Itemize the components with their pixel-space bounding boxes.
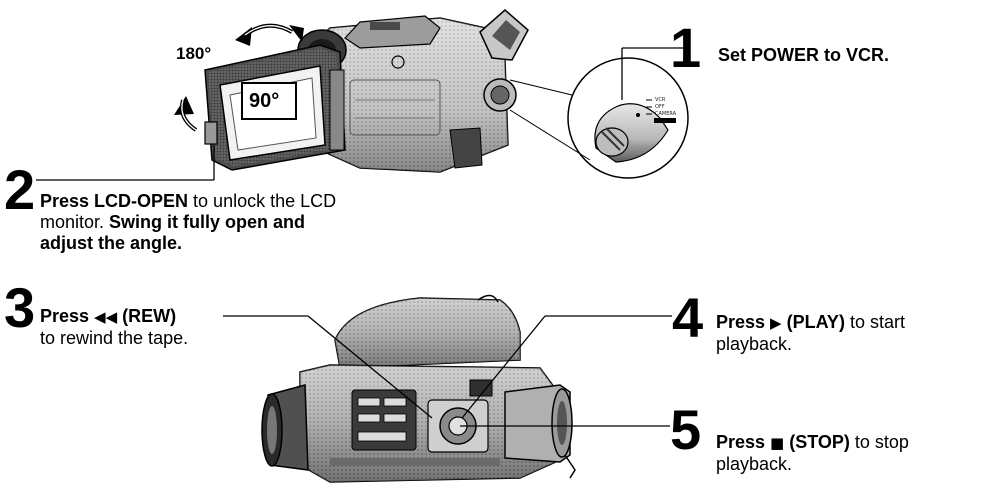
callout-line-step-3 xyxy=(223,315,433,419)
step-4-line-1: Press ▶ (PLAY) to start xyxy=(716,312,905,334)
step-5-line-2: playback. xyxy=(716,454,909,475)
step-4-line-1-run-1: Press xyxy=(716,312,771,332)
step-2-line-2: monitor. Swing it fully open and xyxy=(40,212,336,233)
step-4-line-2-run-1: playback. xyxy=(716,334,793,354)
step-5-text: Press ■ (STOP) to stop playback. xyxy=(716,432,909,475)
step-2-line-3-run-1: adjust the angle. xyxy=(40,233,183,253)
step-5-line-1: Press ■ (STOP) to stop xyxy=(716,432,909,454)
step-3-line-2-run-1: to rewind the tape. xyxy=(40,328,189,348)
step-3-line-1-run-2: ◀◀ xyxy=(94,308,118,326)
step-2-line-1-run-2: to unlock the LCD xyxy=(188,191,337,211)
step-3-number: 3 xyxy=(4,276,35,339)
step-2-line-1: Press LCD-OPEN to unlock the LCD xyxy=(40,191,336,212)
camcorder-top-illustration xyxy=(204,9,529,173)
step-2-line-1-run-1: Press LCD-OPEN xyxy=(40,191,189,211)
callout-line-step-4 xyxy=(461,315,672,419)
step-2-line-2-run-1: monitor. xyxy=(40,212,110,232)
step-5-line-1-run-1: Press xyxy=(716,432,771,452)
step-4-text: Press ▶ (PLAY) to start playback. xyxy=(716,312,905,355)
magnifier-lines xyxy=(509,79,591,161)
step-3-text: Press ◀◀ (REW) to rewind the tape. xyxy=(40,306,188,349)
step-4-line-2: playback. xyxy=(716,334,905,355)
step-3-line-1: Press ◀◀ (REW) xyxy=(40,306,188,328)
step-1-text: Set POWER to VCR. xyxy=(718,45,889,66)
step-2-line-3: adjust the angle. xyxy=(40,233,336,254)
step-5-number: 5 xyxy=(670,398,701,461)
callout-line-step-2 xyxy=(36,145,215,181)
step-4-line-1-run-2: ▶ xyxy=(770,314,782,332)
power-dial-inset xyxy=(567,47,689,179)
step-1-line-1: Set POWER to VCR. xyxy=(718,45,889,66)
step-1-line-1-run-1: Set POWER to VCR. xyxy=(718,45,890,65)
step-4-line-1-run-3: (PLAY) xyxy=(781,312,845,332)
step-5-line-1-run-4: to stop xyxy=(849,432,909,452)
step-5-line-1-run-2: ■ xyxy=(770,434,785,452)
dial-mark-camera: CAMERA xyxy=(655,111,677,117)
step-2-line-2-run-2: Swing it fully open and xyxy=(109,212,306,232)
step-1-number: 1 xyxy=(670,16,701,79)
dial-mark-vcr: VCR xyxy=(655,97,666,103)
step-3-line-1-run-3: (REW) xyxy=(117,306,177,326)
step-2-text: Press LCD-OPEN to unlock the LCD monitor… xyxy=(40,191,336,254)
rotate-180-label: 180° xyxy=(176,44,212,63)
camcorder-bottom-illustration xyxy=(261,294,576,483)
dial-mark-off: OFF xyxy=(655,104,665,110)
step-3-line-1-run-1: Press xyxy=(40,306,95,326)
rotate-90-label: 90° xyxy=(249,90,280,112)
step-4-line-1-run-4: to start xyxy=(844,312,905,332)
rotate-90-arrow-icon xyxy=(174,96,198,132)
step-2-number: 2 xyxy=(4,158,35,221)
step-3-line-2: to rewind the tape. xyxy=(40,328,188,349)
step-4-number: 4 xyxy=(672,286,703,349)
step-5-line-2-run-1: playback. xyxy=(716,454,793,474)
step-5-line-1-run-3: (STOP) xyxy=(784,432,850,452)
rotate-180-arrow-icon xyxy=(235,23,304,46)
